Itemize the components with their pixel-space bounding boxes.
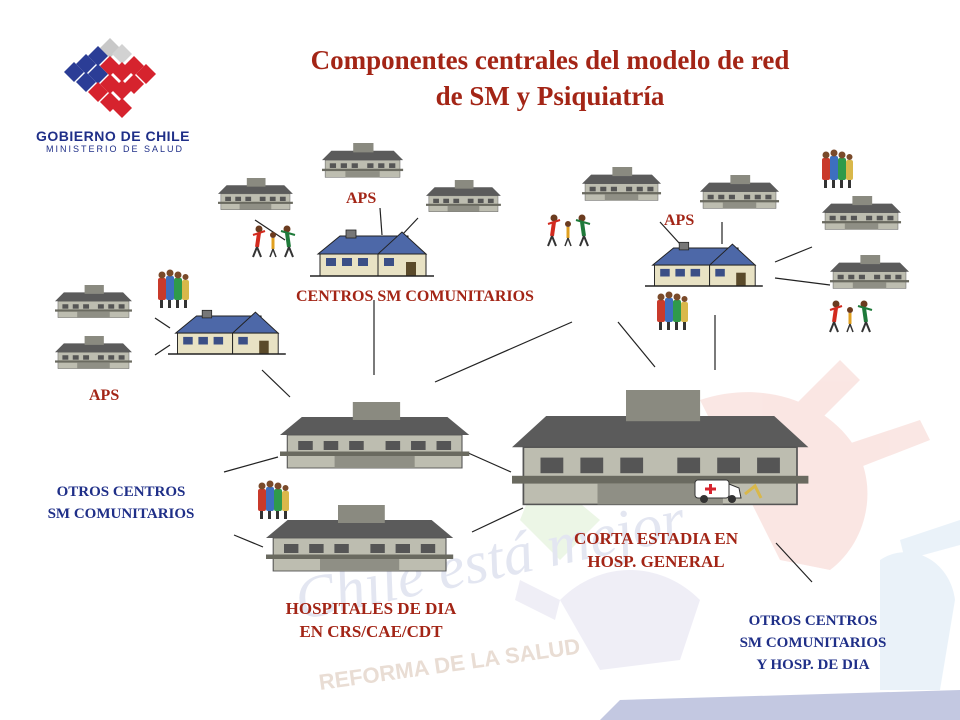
label-otros-centros-right: OTROS CENTROS SM COMUNITARIOS Y HOSP. DE… <box>706 610 920 676</box>
building-icon <box>54 335 133 369</box>
gobierno-logo-mark <box>64 38 156 118</box>
day-hospital-building-icon <box>279 401 471 469</box>
label-line: OTROS CENTROS <box>56 484 186 500</box>
gobierno-logo: GOBIERNO DE CHILE MINISTERIO DE SALUD <box>36 128 190 154</box>
building-icon <box>217 177 294 211</box>
dancing-people-icon <box>251 223 297 259</box>
people-group-icon <box>258 480 289 519</box>
building-icon <box>699 174 780 209</box>
label-aps-left: APS <box>89 387 120 404</box>
label-hospitales-de-dia: HOSPITALES DE DIA EN CRS/CAE/CDT <box>255 597 487 643</box>
building-icon <box>581 166 662 201</box>
label-line: HOSP. GENERAL <box>587 552 725 571</box>
logo-line-2: MINISTERIO DE SALUD <box>46 144 185 154</box>
building-icon <box>821 195 902 230</box>
connector-lines <box>154 207 831 583</box>
label-otros-centros-left: OTROS CENTROS SM COMUNITARIOS <box>18 481 224 525</box>
label-line: OTROS CENTROS <box>748 613 878 629</box>
people-group-icon <box>657 291 688 330</box>
label-centros-comunitarios: CENTROS SM COMUNITARIOS <box>296 288 534 305</box>
label-aps-right: APS <box>664 212 695 229</box>
label-line: Y HOSP. DE DIA <box>756 657 870 673</box>
dancing-people-icon <box>546 212 592 248</box>
label-line: SM COMUNITARIOS <box>739 635 887 651</box>
people-group-icon <box>158 269 189 308</box>
title-line-1: Componentes centrales del modelo de red <box>310 45 790 75</box>
label-line: CORTA ESTADIA EN <box>573 529 739 548</box>
label-line: HOSPITALES DE DIA <box>285 599 457 618</box>
people-group-icon <box>822 149 853 188</box>
label-corta-estadia: CORTA ESTADIA EN HOSP. GENERAL <box>545 527 767 573</box>
building-icon <box>425 179 502 213</box>
page-title: Componentes centrales del modelo de red … <box>250 42 850 114</box>
logo-line-1: GOBIERNO DE CHILE <box>36 128 190 144</box>
label-line: SM COMUNITARIOS <box>47 506 195 522</box>
house-icon <box>644 241 764 287</box>
dancing-people-icon <box>828 298 874 334</box>
day-hospital-building-icon <box>265 504 455 572</box>
building-icon <box>54 284 133 318</box>
label-aps-top: APS <box>346 190 377 207</box>
label-line: EN CRS/CAE/CDT <box>299 622 443 641</box>
building-icon <box>321 142 404 178</box>
house-icon <box>167 309 287 355</box>
building-icon <box>829 254 910 289</box>
title-line-2: de SM y Psiquiatría <box>435 81 665 111</box>
ambulance-icon <box>694 479 763 503</box>
house-icon <box>309 229 435 277</box>
